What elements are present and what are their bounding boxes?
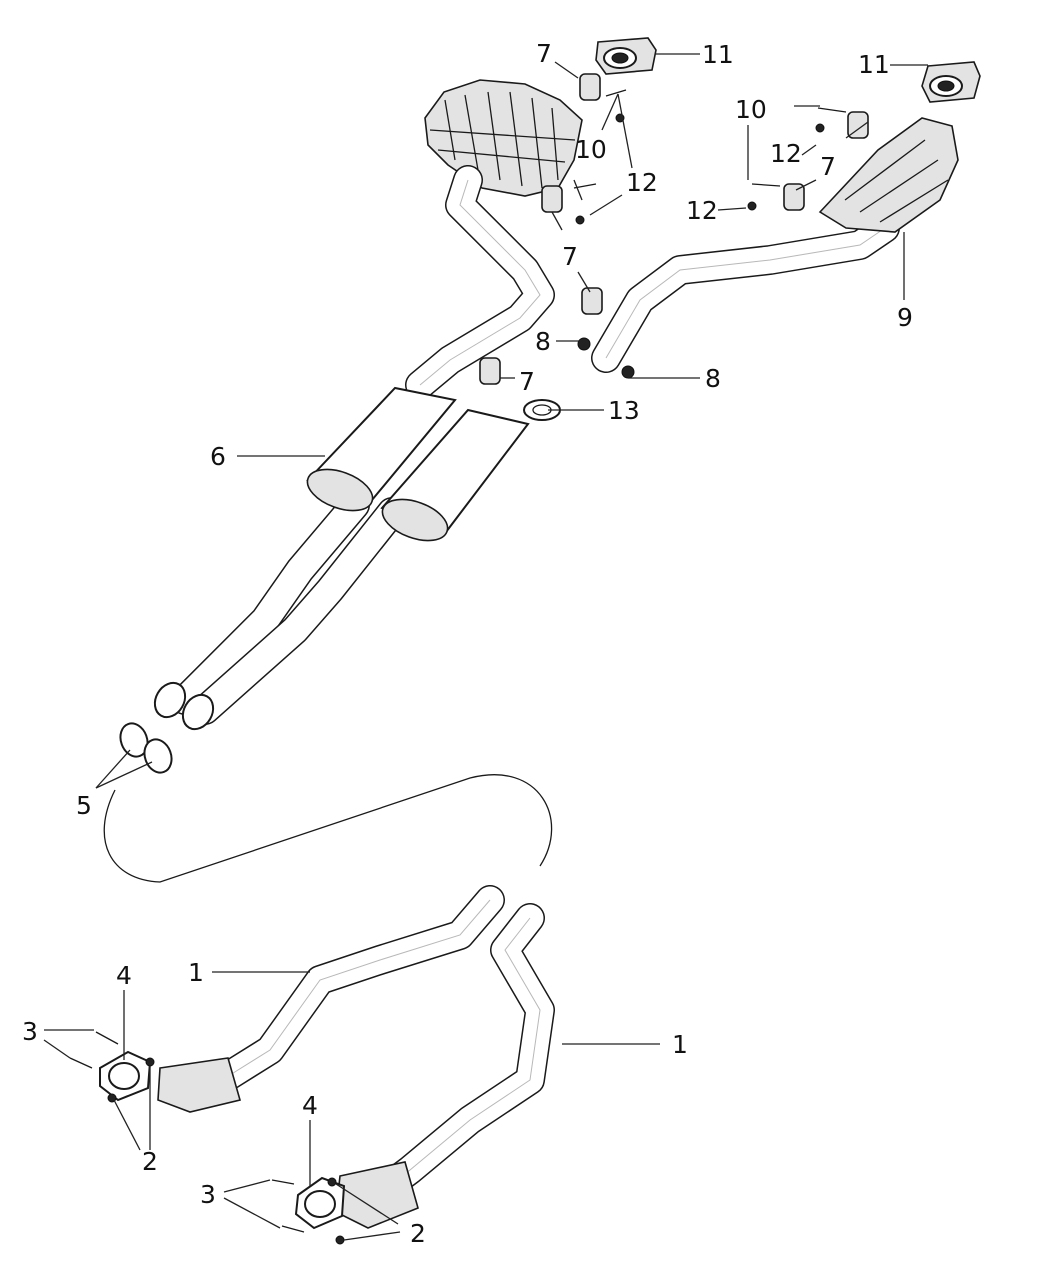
callout-13: 13: [608, 396, 640, 425]
clamps: [119, 722, 173, 774]
callout-9: 9: [897, 303, 913, 332]
callout-1-b: 1: [672, 1030, 688, 1059]
callout-12-b: 12: [770, 139, 802, 168]
callout-7-a: 7: [536, 39, 552, 68]
hardware-bolts: [69, 89, 847, 1233]
callout-4-b: 4: [302, 1091, 318, 1120]
front-pipe-right: [335, 903, 555, 1229]
resonator-assembly: [153, 386, 530, 731]
intermediate-pipe-left: [405, 165, 555, 400]
callout-10-a: 10: [575, 135, 607, 164]
callout-6: 6: [210, 442, 226, 471]
hardware-nuts: [107, 337, 635, 1245]
rear-muffler-right: [591, 117, 959, 373]
front-pipe-left: [157, 885, 505, 1113]
callout-7-c: 7: [562, 242, 578, 271]
flange-left: [99, 1050, 152, 1102]
section-separator-loop: [103, 774, 553, 883]
rear-muffler-left: [424, 79, 583, 197]
callout-7-d: 7: [519, 367, 535, 396]
callout-12-a: 12: [626, 168, 658, 197]
flange-right: [294, 1176, 346, 1230]
callout-10-b: 10: [735, 95, 767, 124]
callout-8-b: 8: [705, 364, 721, 393]
callout-7-b: 7: [820, 152, 836, 181]
callout-5: 5: [76, 791, 92, 820]
callout-8-a: 8: [535, 327, 551, 356]
exhaust-tip-right: [921, 61, 981, 103]
leader-lines: [43, 53, 928, 1241]
callout-1-a: 1: [188, 958, 204, 987]
hardware-isolators: [479, 73, 869, 385]
callout-labels: 11 11 7 10 12 10 12 7 12 7 8 8 7 13 9 6 …: [22, 39, 913, 1248]
callout-11-left: 11: [702, 40, 734, 69]
callout-2-a: 2: [142, 1147, 158, 1176]
callout-11-right: 11: [858, 50, 890, 79]
callout-2-b: 2: [410, 1219, 426, 1248]
callout-12-c: 12: [686, 196, 718, 225]
exhaust-tip-left: [595, 37, 657, 75]
callout-4-a: 4: [116, 961, 132, 990]
callout-3-a: 3: [22, 1017, 38, 1046]
callout-3-b: 3: [200, 1180, 216, 1209]
